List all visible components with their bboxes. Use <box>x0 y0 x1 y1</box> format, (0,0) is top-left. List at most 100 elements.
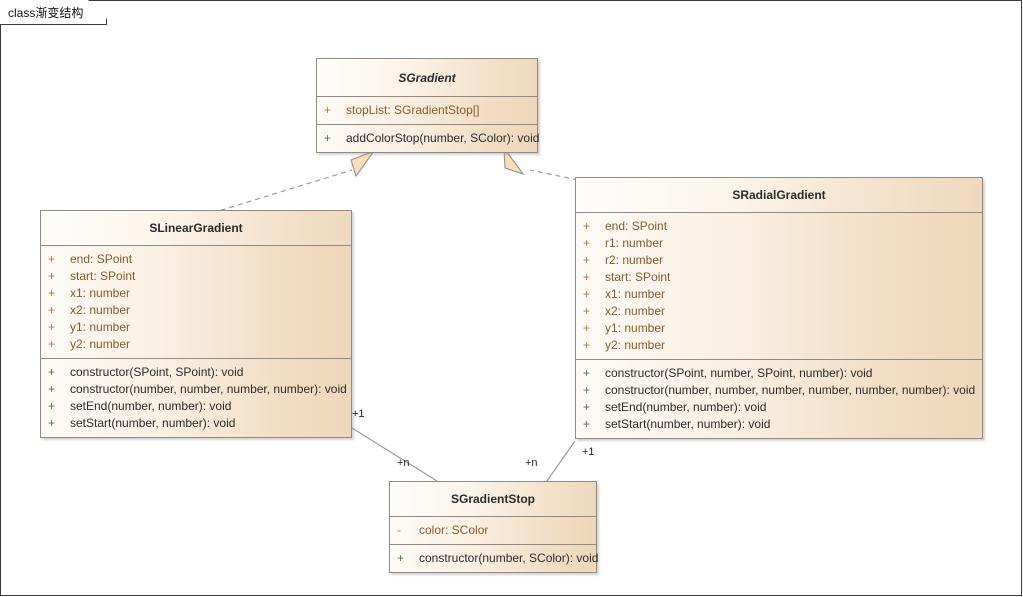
attribute-row: + start: SPoint <box>576 269 982 286</box>
visibility-marker: + <box>48 382 56 396</box>
method-row: + addColorStop(number, SColor): void <box>317 130 540 147</box>
attribute-label: end: SPoint <box>70 252 133 266</box>
attributes-compartment-sradialgradient: + end: SPoint + r1: number + r2: number … <box>576 213 982 359</box>
methods-compartment-sgradientstop: + constructor(number, SColor): void <box>390 544 599 572</box>
visibility-marker: + <box>48 365 56 379</box>
visibility-marker: + <box>48 399 56 413</box>
class-box-sgradient[interactable]: SGradient + stopList: SGradientStop[] + … <box>316 58 540 153</box>
attribute-label: start: SPoint <box>605 270 671 284</box>
attribute-label: end: SPoint <box>605 219 668 233</box>
visibility-marker: + <box>324 103 332 117</box>
visibility-marker: + <box>48 320 56 334</box>
methods-compartment-sgradient: + addColorStop(number, SColor): void <box>317 124 540 152</box>
visibility-marker: + <box>48 286 56 300</box>
method-label: setStart(number, number): void <box>605 417 771 431</box>
visibility-marker: + <box>583 366 591 380</box>
method-row: + setStart(number, number): void <box>576 416 982 433</box>
attribute-row: - color: SColor <box>390 522 596 539</box>
visibility-marker: + <box>48 337 56 351</box>
method-label: constructor(number, number, number, numb… <box>70 382 347 396</box>
method-row: + setEnd(number, number): void <box>41 398 351 415</box>
attributes-compartment-sgradient: + stopList: SGradientStop[] <box>317 97 537 124</box>
method-label: constructor(number, number, number, numb… <box>605 383 976 397</box>
visibility-marker: + <box>324 131 332 145</box>
method-row: + constructor(SPoint, number, SPoint, nu… <box>576 365 982 382</box>
class-box-sradialgradient[interactable]: SRadialGradient + end: SPoint + r1: numb… <box>575 177 983 439</box>
visibility-marker: + <box>583 236 591 250</box>
visibility-marker: + <box>583 304 591 318</box>
attribute-row: + y2: number <box>576 337 982 354</box>
method-label: constructor(SPoint, SPoint): void <box>70 365 244 379</box>
method-row: + constructor(number, number, number, nu… <box>41 381 351 398</box>
method-label: setEnd(number, number): void <box>70 399 232 413</box>
method-row: + constructor(SPoint, SPoint): void <box>41 364 351 381</box>
visibility-marker: + <box>583 400 591 414</box>
class-title-sradialgradient: SRadialGradient <box>576 178 982 213</box>
attribute-row: + x1: number <box>41 285 351 302</box>
attribute-row: + x1: number <box>576 286 982 303</box>
class-title-slineargradient: SLinearGradient <box>41 211 351 246</box>
visibility-marker: + <box>583 270 591 284</box>
method-label: constructor(number, SColor): void <box>419 551 599 565</box>
multiplicity-linear-source: +1 <box>352 408 365 420</box>
attribute-label: y2: number <box>605 338 666 352</box>
attribute-row: + y2: number <box>41 336 351 353</box>
visibility-marker: + <box>583 253 591 267</box>
attribute-row: + x2: number <box>41 302 351 319</box>
attribute-label: x2: number <box>70 303 131 317</box>
class-box-sgradientstop[interactable]: SGradientStop - color: SColor + construc… <box>389 481 599 573</box>
attribute-row: + r2: number <box>576 252 982 269</box>
attributes-compartment-slineargradient: + end: SPoint + start: SPoint + x1: numb… <box>41 246 351 358</box>
attribute-label: y1: number <box>70 320 131 334</box>
attribute-label: r1: number <box>605 236 664 250</box>
attribute-label: start: SPoint <box>70 269 136 283</box>
visibility-marker: + <box>48 252 56 266</box>
method-label: addColorStop(number, SColor): void <box>346 131 540 145</box>
attribute-row: + end: SPoint <box>576 218 982 235</box>
methods-compartment-slineargradient: + constructor(SPoint, SPoint): void + co… <box>41 358 351 437</box>
attribute-label: x1: number <box>605 287 666 301</box>
visibility-marker: - <box>397 523 401 537</box>
method-row: + constructor(number, SColor): void <box>390 550 599 567</box>
attribute-label: x1: number <box>70 286 131 300</box>
attribute-label: r2: number <box>605 253 664 267</box>
multiplicity-radial-source: +1 <box>582 446 595 458</box>
attribute-row: + start: SPoint <box>41 268 351 285</box>
attribute-label: x2: number <box>605 304 666 318</box>
method-label: setStart(number, number): void <box>70 416 236 430</box>
method-row: + constructor(number, number, number, nu… <box>576 382 982 399</box>
diagram-title-label: class渐变结构 <box>8 6 84 20</box>
visibility-marker: + <box>583 417 591 431</box>
multiplicity-radial-target: +n <box>525 457 538 469</box>
methods-compartment-sradialgradient: + constructor(SPoint, number, SPoint, nu… <box>576 359 982 438</box>
attribute-row: + y1: number <box>41 319 351 336</box>
visibility-marker: + <box>397 551 405 565</box>
visibility-marker: + <box>583 219 591 233</box>
visibility-marker: + <box>583 383 591 397</box>
attribute-row: + end: SPoint <box>41 251 351 268</box>
attribute-label: color: SColor <box>419 523 489 537</box>
attribute-row: + x2: number <box>576 303 982 320</box>
visibility-marker: + <box>48 303 56 317</box>
attribute-row: + stopList: SGradientStop[] <box>317 102 537 119</box>
attributes-compartment-sgradientstop: - color: SColor <box>390 517 596 544</box>
attribute-label: stopList: SGradientStop[] <box>346 103 480 117</box>
method-row: + setEnd(number, number): void <box>576 399 982 416</box>
class-title-sgradientstop: SGradientStop <box>390 482 596 517</box>
multiplicity-linear-target: +n <box>397 457 410 469</box>
visibility-marker: + <box>583 338 591 352</box>
method-label: constructor(SPoint, number, SPoint, numb… <box>605 366 873 380</box>
visibility-marker: + <box>48 269 56 283</box>
method-label: setEnd(number, number): void <box>605 400 767 414</box>
class-box-slineargradient[interactable]: SLinearGradient + end: SPoint + start: S… <box>40 210 352 438</box>
attribute-row: + y1: number <box>576 320 982 337</box>
attribute-label: y2: number <box>70 337 131 351</box>
method-row: + setStart(number, number): void <box>41 415 351 432</box>
visibility-marker: + <box>583 287 591 301</box>
class-title-sgradient: SGradient <box>317 59 537 97</box>
attribute-label: y1: number <box>605 321 666 335</box>
visibility-marker: + <box>48 416 56 430</box>
attribute-row: + r1: number <box>576 235 982 252</box>
